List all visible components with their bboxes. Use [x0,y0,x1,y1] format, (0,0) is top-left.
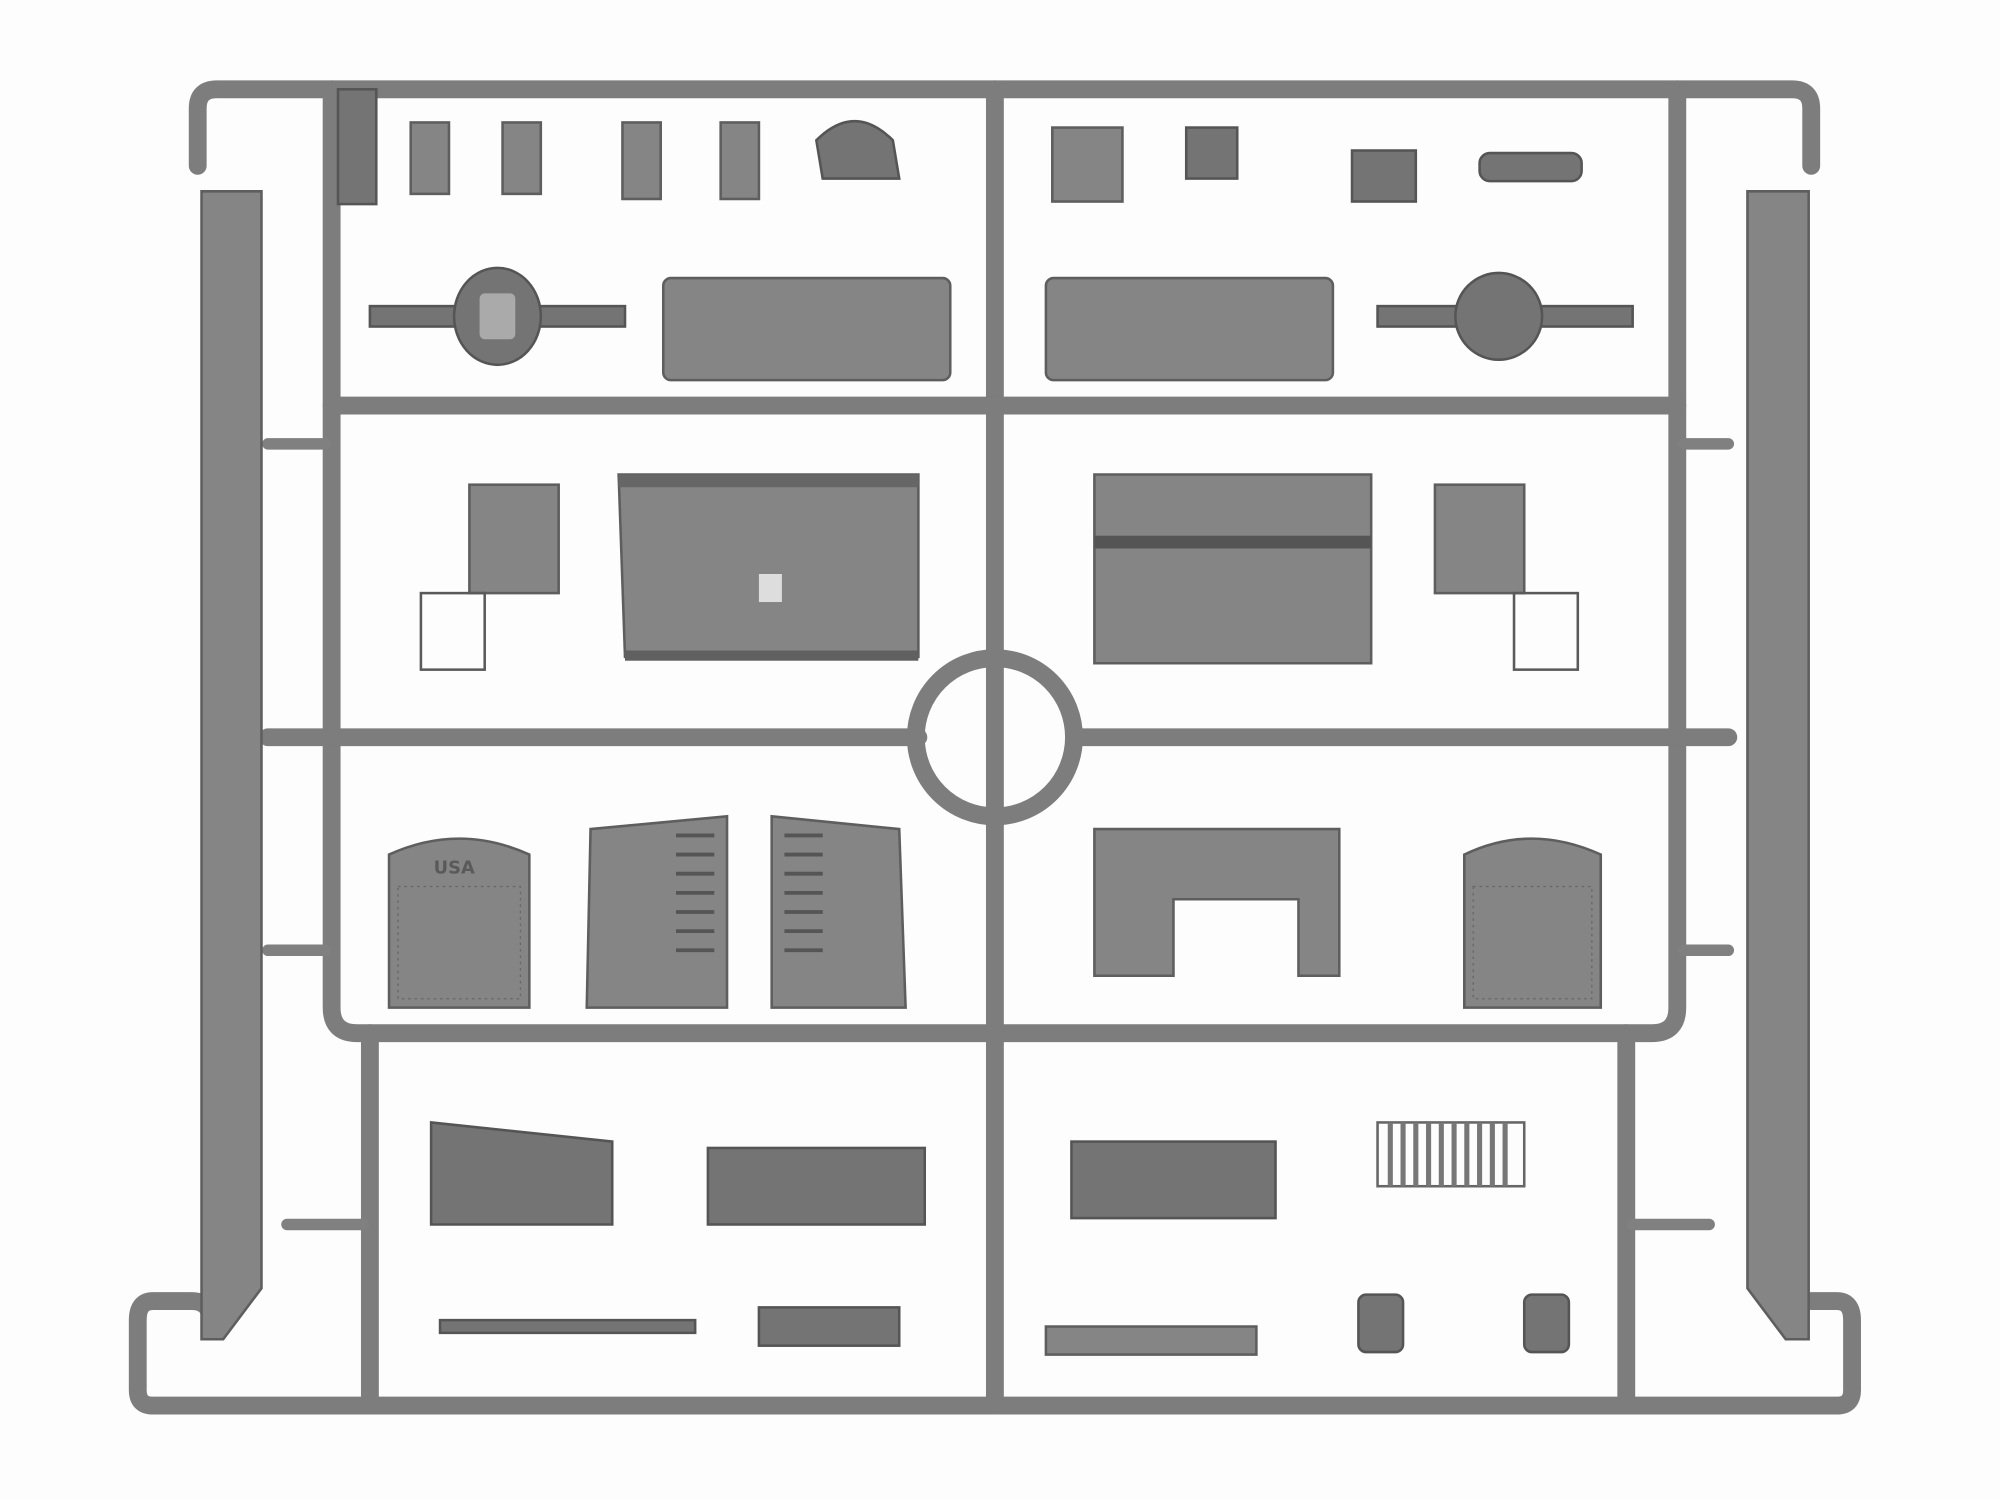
center-ring [906,649,1083,826]
sprue-tag [336,88,378,206]
top-runner [188,80,1821,175]
chassis-rail-left [200,190,263,1341]
firewall-panel-left [617,473,920,661]
firewall-panel-right [1093,473,1373,665]
radiator-left: USA [387,837,531,1009]
oil-pan [429,1121,614,1226]
bracket-bottom [757,1306,901,1347]
bumper-bar [1044,1325,1258,1356]
chassis-rail-right [1746,190,1810,1341]
engine-block-right [1070,1140,1277,1220]
usa-emboss: USA [434,858,475,879]
seat-cushion-right [1044,276,1335,382]
radiator-right [1463,837,1603,1009]
bracket-left [468,483,560,595]
bottom-runner [128,1292,1861,1415]
pedal-assembly [814,119,901,180]
hood-side-louvered-a [585,814,729,1009]
bracket-right [1433,483,1526,595]
small-plate [1051,126,1124,203]
grille [1376,1121,1526,1188]
hood-side-louvered-b [770,814,907,1009]
pedal-left [1357,1293,1405,1354]
front-axle [438,1318,697,1335]
engine-block-left [706,1146,927,1226]
rear-axle-left [368,266,627,367]
small-bracket-1 [409,121,451,196]
rear-axle-right [1376,271,1634,361]
seat-cushion-left [661,276,952,382]
dashboard-panel [1093,827,1341,978]
pedal-right [1522,1293,1571,1354]
